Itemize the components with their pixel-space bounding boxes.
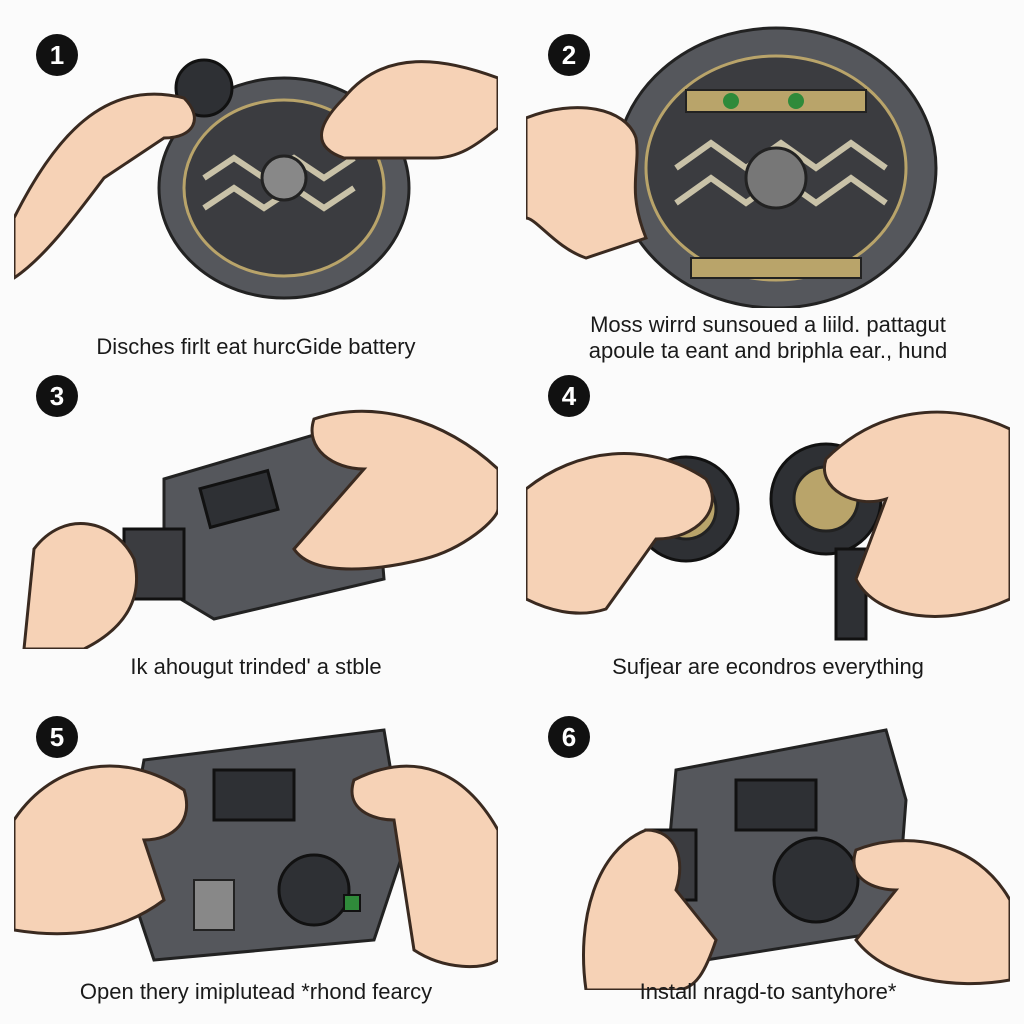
step-panel-5: 5 Open thery imiplutead *rhond fearcy bbox=[0, 682, 512, 1023]
step-caption-line-2: apoule ta eant and briphla ear., hund bbox=[588, 338, 948, 363]
step-panel-2: 2 Moss wirrd sunsoued a liild. pattagut … bbox=[512, 0, 1024, 363]
step-number-badge: 5 bbox=[36, 716, 78, 758]
step-panel-4: 4 Sufjear are econdros everything bbox=[512, 341, 1024, 682]
step-caption: Disches firlt eat hurcGide battery bbox=[96, 334, 416, 359]
fan-rotor-icon bbox=[526, 410, 1010, 641]
battery-pack-icon bbox=[582, 728, 1010, 990]
step-caption: Install nragd-to santyhore* bbox=[639, 979, 897, 1004]
step-number-badge: 1 bbox=[36, 34, 78, 76]
step-caption: Open thery imiplutead *rhond fearcy bbox=[79, 979, 433, 1004]
step-panel-1: 1 Disches firlt eat hurcGide battery bbox=[0, 0, 512, 359]
motor-assembly-icon bbox=[526, 26, 938, 308]
step-panel-6: 6 Install nragd-to santyhore* bbox=[512, 682, 1024, 1023]
step-caption: Ik ahougut trinded' a stble bbox=[130, 654, 382, 679]
battery-pack-icon bbox=[14, 728, 498, 969]
step-caption-line-1: Moss wirrd sunsoued a liild. pattagut bbox=[590, 312, 946, 337]
step-caption: Sufjear are econdros everything bbox=[612, 654, 924, 679]
step-panel-3: 3 Ik ahougut trinded' a stble bbox=[0, 341, 512, 682]
motor-assembly-icon bbox=[14, 58, 498, 300]
step-number-badge: 6 bbox=[548, 716, 590, 758]
step-number-badge: 3 bbox=[36, 375, 78, 417]
battery-pack-icon bbox=[22, 409, 498, 649]
step-number-badge: 4 bbox=[548, 375, 590, 417]
step-number-badge: 2 bbox=[548, 34, 590, 76]
